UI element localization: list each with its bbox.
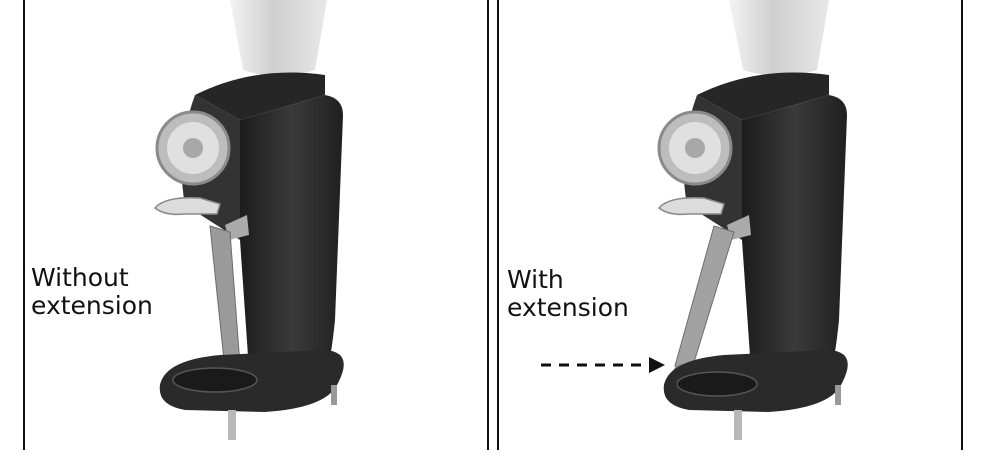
hopper xyxy=(230,0,327,76)
arrow-right-icon xyxy=(541,357,665,373)
grinder-illustration xyxy=(25,0,487,450)
dial-icon xyxy=(157,112,229,184)
caption-without-extension: Without extension xyxy=(31,264,153,320)
grinder-illustration xyxy=(499,0,961,450)
dial-icon xyxy=(659,112,731,184)
panel-with-extension: With extension xyxy=(497,0,963,450)
panel-without-extension: Without extension xyxy=(23,0,489,450)
hopper xyxy=(729,0,829,76)
caption-with-extension: With extension xyxy=(507,266,629,322)
